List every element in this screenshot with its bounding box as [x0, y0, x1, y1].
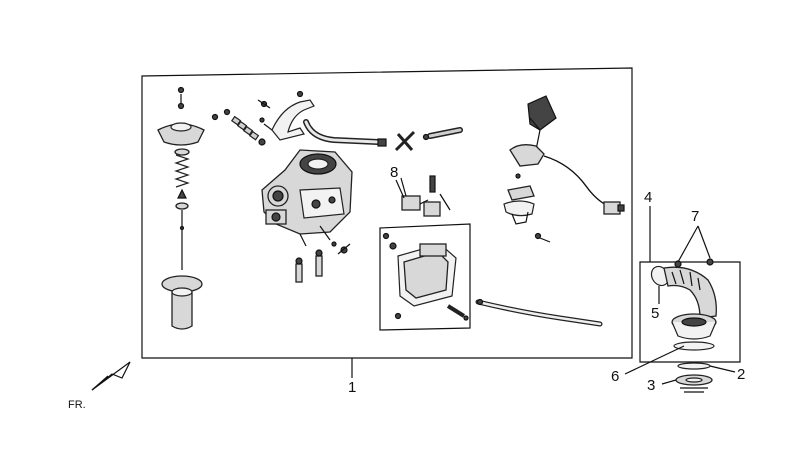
main-assembly-frame	[141, 67, 633, 359]
front-arrow-icon	[91, 361, 131, 391]
callout-8: 8	[390, 164, 398, 181]
carburetor-body	[261, 149, 353, 247]
direction-label: FR.	[68, 399, 86, 411]
callout-5: 5	[651, 305, 659, 322]
float-bowl-inset-frame	[379, 223, 471, 331]
float-assembly	[395, 175, 451, 217]
adjusting-screws	[211, 99, 273, 146]
intake-manifold-assembly	[650, 258, 717, 393]
callout-3: 3	[647, 377, 655, 394]
vent-hose	[303, 119, 463, 152]
auto-choke-assembly	[503, 95, 625, 243]
float-bowl	[382, 232, 469, 321]
callout-4: 4	[644, 189, 652, 206]
callout-6: 6	[611, 368, 619, 385]
leader-lines	[351, 177, 736, 385]
callout-2: 2	[737, 366, 745, 383]
cable-bracket	[271, 99, 315, 141]
callout-7: 7	[691, 208, 699, 225]
vacuum-piston-assembly	[157, 86, 205, 330]
callout-1: 1	[348, 379, 356, 396]
idle-screws	[295, 241, 351, 283]
